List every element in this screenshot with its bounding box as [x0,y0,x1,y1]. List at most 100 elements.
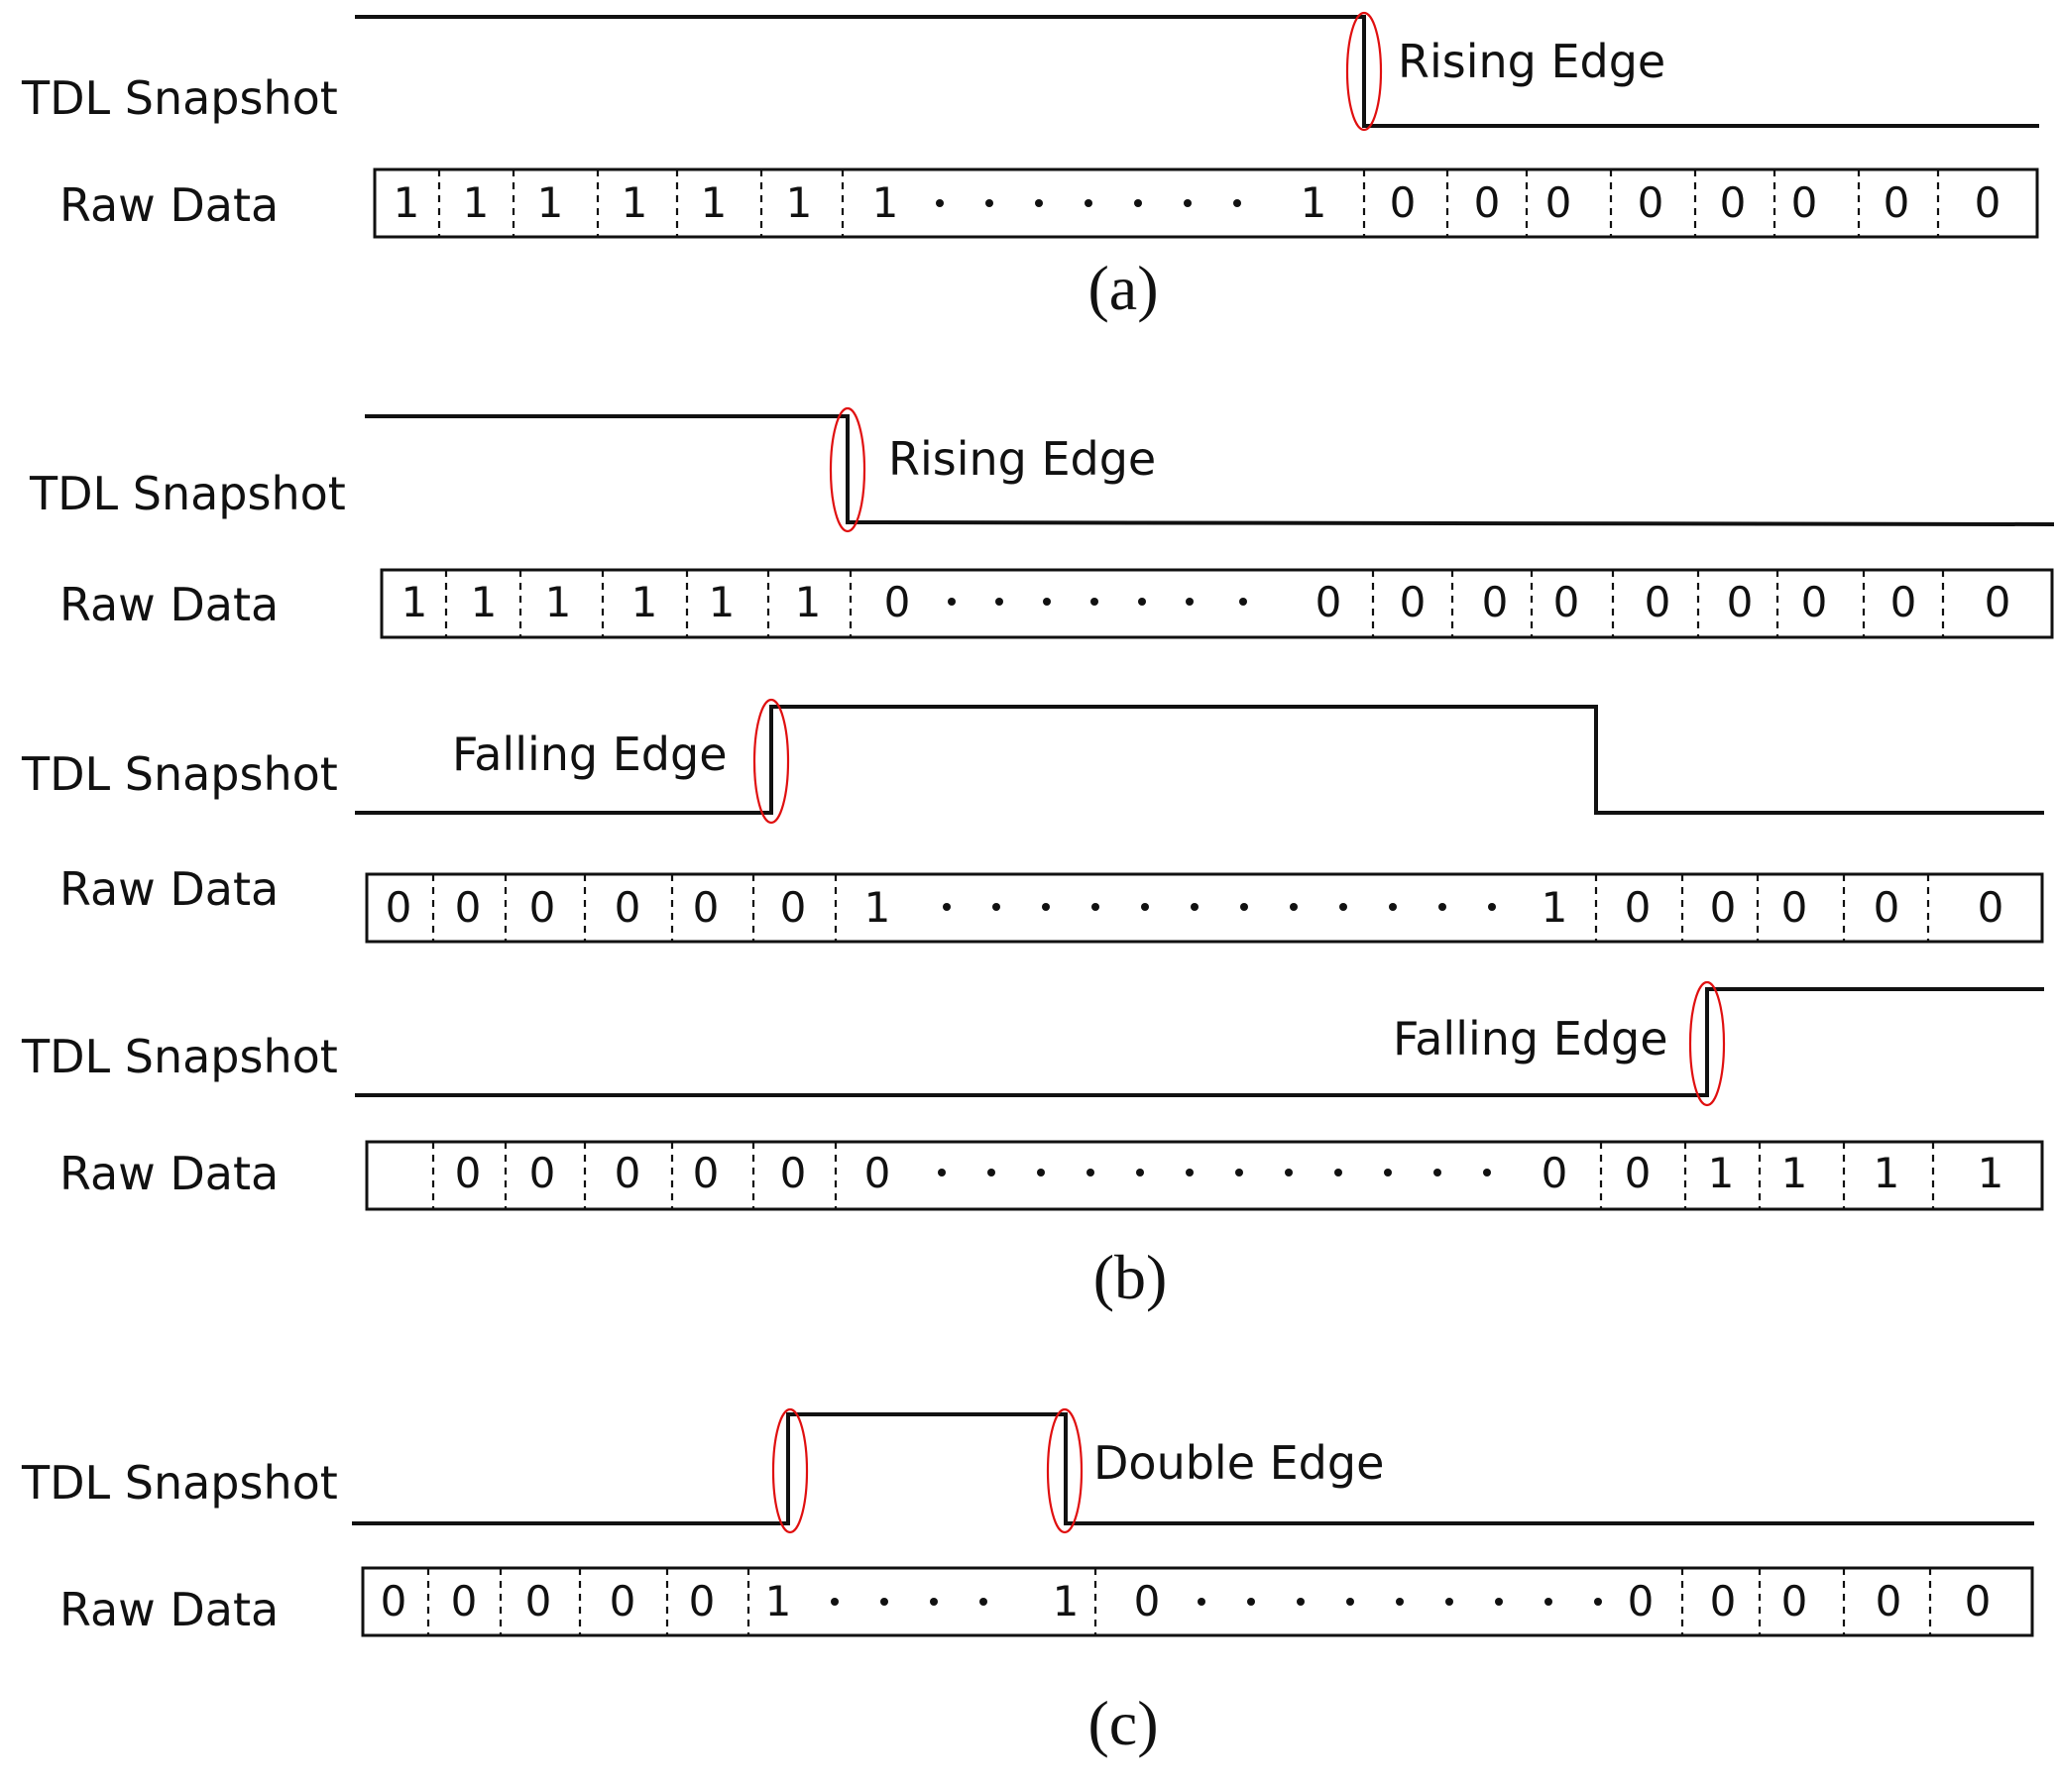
register-box [365,1140,2044,1211]
bit-value: 1 [463,178,490,227]
bit-value: 1 [709,578,736,626]
tdl-snapshot-label: TDL Snapshot [21,747,338,801]
bit-value: 0 [780,1149,807,1197]
raw-data-register: 1 1 1 1 1 1 0 0 0 0 0 0 0 0 0 0 [380,568,2054,639]
bit-value: 0 [884,578,911,626]
ellipsis-dot [1594,1598,1602,1606]
panel-b-row-2: TDL Snapshot Raw Data Falling Edge 0 0 0… [21,698,2044,944]
bit-value: 1 [1053,1577,1080,1625]
ellipsis-dot [1037,1169,1045,1176]
bit-value: 1 [471,578,498,626]
ellipsis-dot [930,1598,938,1606]
bit-value: 0 [1710,883,1737,932]
bit-value: 1 [765,1577,792,1625]
bit-value: 0 [1801,578,1828,626]
bit-value: 0 [1625,883,1652,932]
bit-value: 0 [1542,1149,1568,1197]
bit-value: 0 [693,883,720,932]
ellipsis-dot [1488,903,1496,911]
ellipsis-dot [1346,1598,1354,1606]
ellipsis-dot [1138,598,1146,606]
ellipsis-dots [948,598,1247,606]
bit-value: 1 [537,178,564,227]
edge-marker [829,406,866,533]
bit-value: 0 [1978,883,2004,932]
bit-value: 0 [1645,578,1671,626]
ellipsis-dot [979,1598,987,1606]
bit-value: 1 [795,578,822,626]
edge-annotation: Falling Edge [1393,1012,1668,1065]
bit-value: 0 [689,1577,716,1625]
bit-value: 0 [1781,883,1808,932]
edge-annotation: Rising Edge [888,432,1156,486]
ellipsis-dots [943,903,1496,911]
ellipsis-dot [880,1598,888,1606]
ellipsis-dot [985,199,993,207]
ellipsis-dot [938,1169,946,1176]
bit-value: 0 [381,1577,407,1625]
bit-value: 1 [394,178,420,227]
bit-value: 0 [386,883,412,932]
tdl-snapshot-label: TDL Snapshot [29,467,346,520]
ellipsis-dot [936,199,944,207]
raw-data-register: 0 0 0 0 0 1 1 0 0 0 0 0 0 [361,1566,2034,1637]
register-box [373,168,2039,239]
ellipsis-dot [1233,199,1241,207]
bit-value: 0 [1710,1577,1737,1625]
snapshot-waveform [355,987,2044,1097]
ellipsis-dot [1495,1598,1503,1606]
ellipsis-dot [1136,1169,1144,1176]
bit-value: 0 [1781,1577,1808,1625]
ellipsis-dot [1285,1169,1293,1176]
ellipsis-dot [1141,903,1149,911]
raw-data-register: 1 1 1 1 1 1 1 1 0 0 0 0 0 0 0 0 [373,168,2039,239]
ellipsis-dot [1247,1598,1255,1606]
raw-data-label: Raw Data [59,1147,279,1200]
ellipsis-dot [1239,598,1247,606]
tdl-snapshot-label: TDL Snapshot [21,71,338,125]
raw-data-register: 0 0 0 0 0 0 0 0 1 1 1 1 [365,1140,2044,1211]
bit-value: 0 [455,1149,482,1197]
bit-value: 0 [1975,178,2001,227]
bit-value: 0 [525,1577,552,1625]
ellipsis-dot [1043,598,1051,606]
bit-value: 0 [615,1149,641,1197]
ellipsis-dot [948,598,956,606]
bit-value: 0 [1474,178,1501,227]
snapshot-waveform [355,15,2039,128]
raw-data-register: 0 0 0 0 0 0 1 1 0 0 0 0 0 [365,872,2044,944]
bit-value: 0 [1884,178,1910,227]
ellipsis-dot [1334,1169,1342,1176]
ellipsis-dots [936,199,1241,207]
bit-value: 0 [1545,178,1572,227]
edge-marker [1688,980,1726,1107]
ellipsis-dot [1544,1598,1552,1606]
ellipsis-dot [1042,903,1050,911]
snapshot-waveform [352,1412,2034,1525]
bit-value: 0 [693,1149,720,1197]
ellipsis-dots [938,1169,1491,1176]
tdl-snapshot-label: TDL Snapshot [21,1456,338,1510]
ellipsis-dot [1438,903,1446,911]
ellipsis-dot [1483,1169,1491,1176]
ellipsis-dot [1445,1598,1453,1606]
edge-annotation: Falling Edge [452,728,728,781]
ellipsis-dot [1396,1598,1404,1606]
bit-value: 0 [1876,1577,1902,1625]
bit-value: 0 [610,1577,636,1625]
bit-value: 0 [451,1577,478,1625]
ellipsis-dot [995,598,1003,606]
ellipsis-dots [831,1598,1602,1606]
ellipsis-dot [1091,903,1099,911]
edge-annotation: Double Edge [1093,1436,1384,1490]
bit-value: 0 [1315,578,1342,626]
ellipsis-dot [1134,199,1142,207]
bit-value: 1 [1301,178,1327,227]
snapshot-waveform [355,705,2044,815]
register-box [380,568,2054,639]
ellipsis-dot [1290,903,1298,911]
ellipsis-dot [831,1598,839,1606]
raw-data-label: Raw Data [59,1583,279,1636]
bit-value: 1 [622,178,648,227]
bit-value: 0 [1482,578,1509,626]
